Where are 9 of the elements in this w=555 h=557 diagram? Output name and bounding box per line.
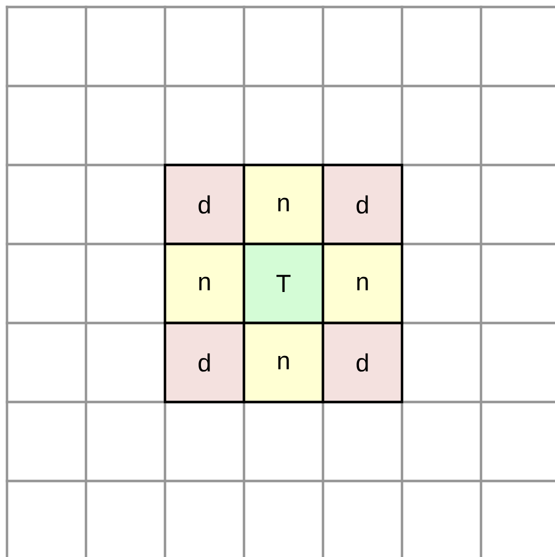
- grid-cell: d: [164, 322, 246, 404]
- grid-cell: d: [164, 164, 246, 246]
- grid-cell: d: [322, 322, 404, 404]
- grid-cell: n: [322, 242, 404, 324]
- grid-cell: n: [242, 164, 324, 246]
- grid-cell: n: [242, 322, 324, 404]
- grid-cell: d: [322, 164, 404, 246]
- grid-cell: n: [164, 242, 246, 324]
- grid-cell: T: [242, 242, 324, 324]
